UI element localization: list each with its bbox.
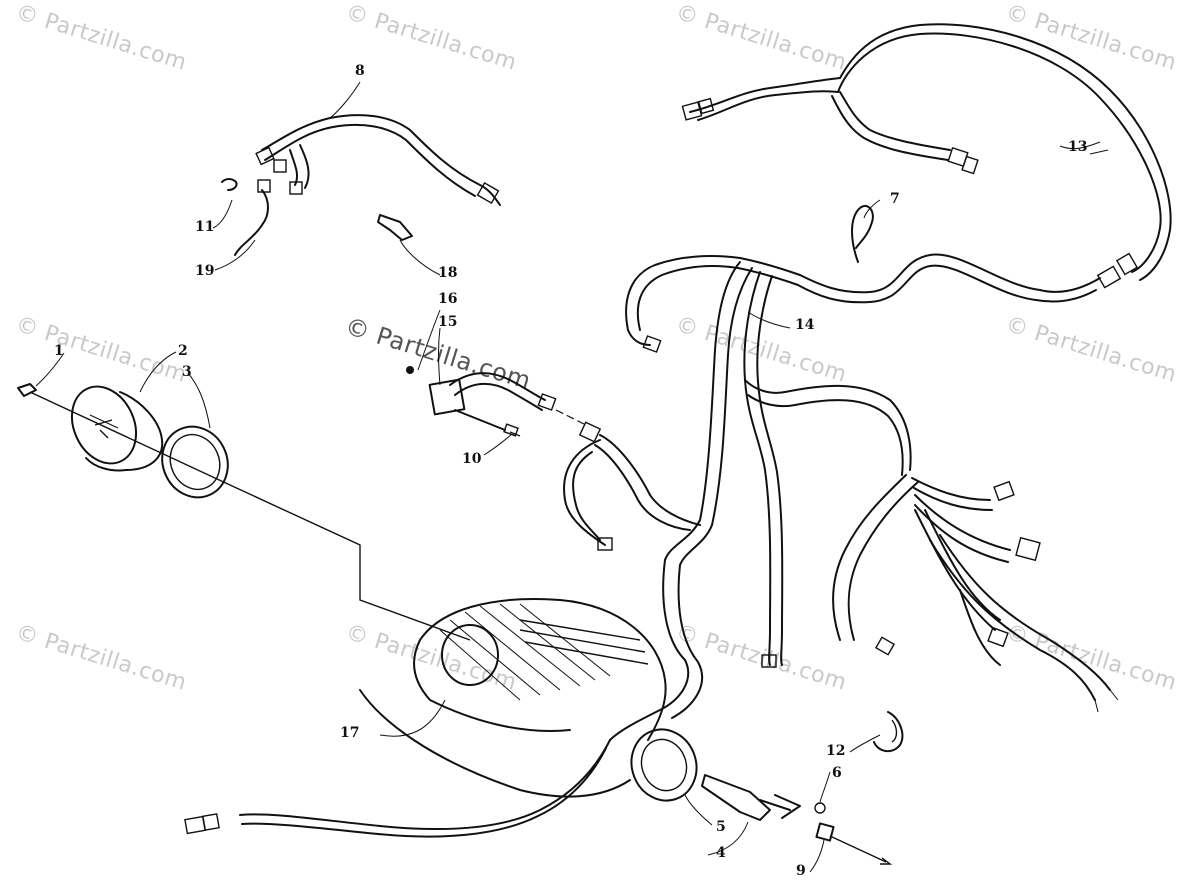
- callout-13: 13: [1068, 139, 1088, 155]
- leader-lines: [35, 81, 1101, 873]
- callout-6: 6: [832, 765, 842, 781]
- part-6-nut: [814, 802, 826, 814]
- part-7-clip: [851, 204, 874, 263]
- lower-cable: [184, 739, 611, 838]
- assembly-line: [29, 391, 471, 641]
- part-2-gauge: [70, 385, 164, 472]
- part-10-screw: [509, 431, 521, 437]
- callout-16: 16: [438, 291, 458, 307]
- callout-10: 10: [462, 451, 482, 467]
- callout-17: 17: [340, 725, 360, 741]
- callout-9: 9: [796, 863, 806, 879]
- callout-18: 18: [438, 265, 458, 281]
- part-5-grommet: [630, 728, 698, 802]
- part-4-switch: [701, 774, 801, 821]
- callout-5: 5: [716, 819, 726, 835]
- part-3-bezel: [161, 425, 229, 499]
- callout-2: 2: [178, 343, 188, 359]
- callout-14: 14: [795, 317, 815, 333]
- callout-4: 4: [716, 845, 726, 861]
- part-12-ring: [873, 711, 904, 753]
- part-8-harness: [221, 114, 501, 256]
- callout-15: 15: [438, 314, 458, 330]
- part-9-cable: [815, 822, 893, 865]
- callout-8: 8: [355, 63, 365, 79]
- callout-12: 12: [826, 743, 846, 759]
- part-14-harness: [563, 253, 1119, 741]
- callout-1: 1: [54, 343, 64, 359]
- part-17-console: [359, 598, 667, 798]
- callout-19: 19: [195, 263, 215, 279]
- part-1-bulb: [17, 383, 37, 397]
- callout-11: 11: [195, 219, 215, 235]
- callout-3: 3: [182, 364, 192, 380]
- part-13-harness: [681, 23, 1172, 303]
- part-15-16-regulator: [406, 366, 585, 437]
- part-18-connector: [377, 214, 413, 241]
- callout-7: 7: [890, 191, 900, 207]
